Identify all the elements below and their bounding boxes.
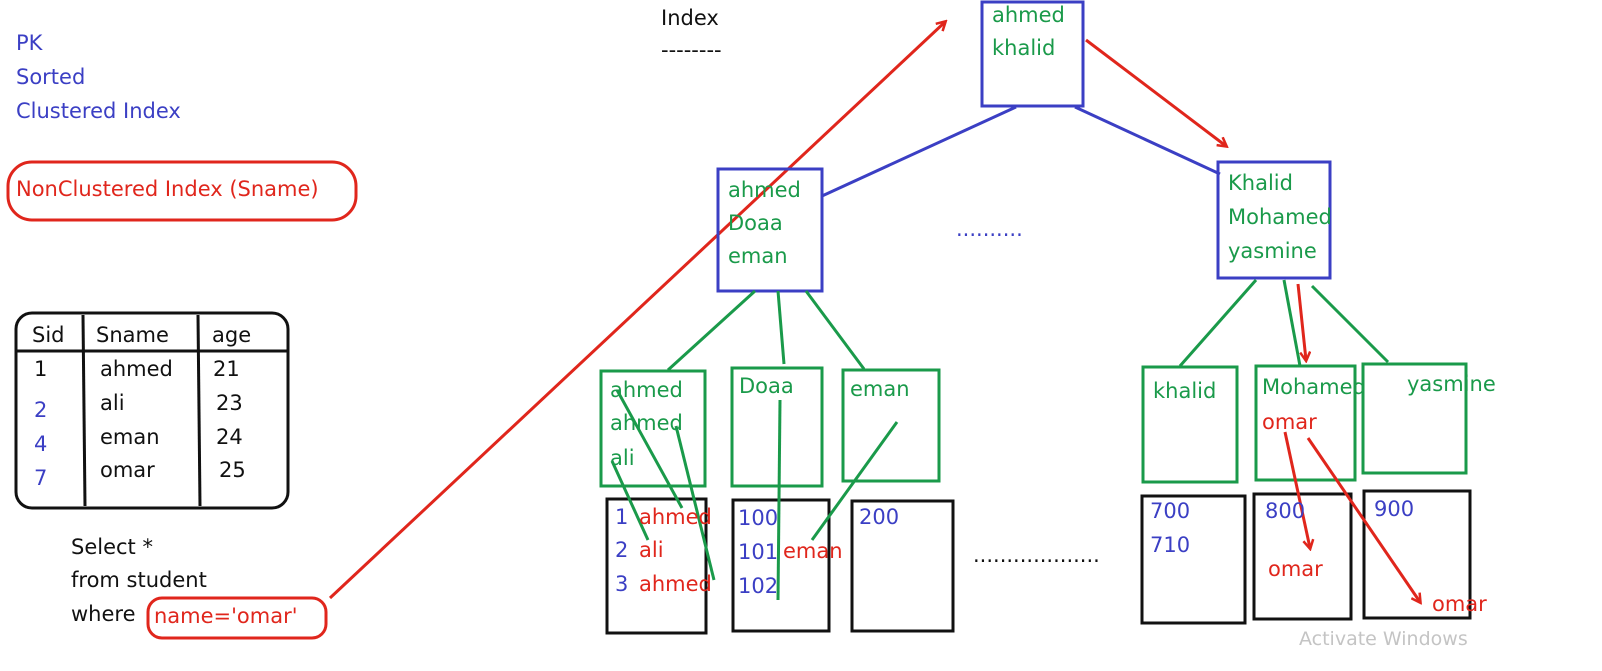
table-header-sid: Sid	[32, 323, 65, 347]
page-row-id: 1	[615, 505, 629, 529]
leaf-key: yasmine	[1407, 372, 1496, 396]
query-line-from: from student	[71, 568, 207, 592]
root-key: ahmed	[992, 3, 1065, 27]
query-line-where: where	[71, 602, 136, 626]
legend-pk: PK	[16, 31, 43, 55]
data-page-3	[850, 499, 955, 633]
leaf-box-2	[730, 366, 824, 488]
right-internal-key: Mohamed	[1228, 205, 1332, 229]
left-internal-key: eman	[728, 244, 788, 268]
root-key: khalid	[992, 36, 1056, 60]
leaf-box-4	[1141, 365, 1239, 484]
right-internal-key: yasmine	[1228, 239, 1317, 263]
page-row-id: 100	[738, 506, 779, 530]
bottom-ellipsis: ...................	[973, 543, 1100, 567]
leaf-box-6	[1361, 362, 1468, 475]
page-row-id: 102	[738, 574, 779, 598]
khalid-to-mohamed-arrow	[1296, 283, 1306, 360]
root-to-khalid-arrow	[1085, 38, 1226, 146]
table-cell-sname: eman	[100, 425, 160, 449]
page-row-name: omar	[1268, 557, 1323, 581]
nonclustered-highlight	[6, 160, 358, 222]
right-internal-node-box	[1216, 160, 1332, 280]
table-cell-sname: ahmed	[100, 357, 173, 381]
index-title: Index	[661, 6, 719, 30]
left-internal-key: Doaa	[728, 211, 783, 235]
page-row-name: ali	[639, 538, 664, 562]
leaf-key: ahmed	[610, 378, 683, 402]
table-cell-age: 24	[216, 425, 243, 449]
legend-clustered: Clustered Index	[16, 99, 181, 123]
table-cell-sname: omar	[100, 458, 155, 482]
leaf-box-1	[599, 369, 707, 488]
leaf-key: khalid	[1153, 379, 1217, 403]
table-cell-sid: 4	[34, 432, 48, 456]
page-row-id: 710	[1150, 533, 1191, 557]
query-line-select: Select *	[71, 535, 153, 559]
index-underline: --------	[661, 38, 722, 62]
table-cell-sid: 2	[34, 398, 48, 422]
table-cell-age: 25	[219, 458, 246, 482]
middle-ellipsis: ..........	[956, 217, 1023, 241]
page-row-id: 700	[1150, 499, 1191, 523]
leaf-box-3	[841, 368, 941, 483]
data-page-2	[731, 498, 831, 633]
leaf-box-5	[1254, 364, 1357, 482]
leaf-key-omar: omar	[1262, 410, 1317, 434]
legend-sorted: Sorted	[16, 65, 86, 89]
page-row-name: eman	[783, 539, 843, 563]
page-row-name: ahmed	[639, 505, 712, 529]
page-row-name: ahmed	[639, 572, 712, 596]
page-row-id: 800	[1265, 499, 1306, 523]
table-cell-age: 23	[216, 391, 243, 415]
student-table-frame	[14, 311, 290, 510]
edge-root-right	[1074, 105, 1221, 176]
table-cell-sname: ali	[100, 391, 125, 415]
table-header-age: age	[212, 323, 252, 347]
table-cell-sid: 1	[34, 357, 48, 381]
data-page-4	[1140, 494, 1247, 625]
table-header-sname: Sname	[96, 323, 169, 347]
page-row-id: 900	[1374, 497, 1415, 521]
table-cell-sid: 7	[34, 466, 48, 490]
data-page-1	[605, 497, 708, 635]
data-page-6	[1362, 489, 1472, 620]
legend-nonclustered: NonClustered Index (Sname)	[16, 177, 319, 201]
page-row-id: 2	[615, 538, 629, 562]
condition-highlight	[146, 596, 328, 640]
page-row-name: omar	[1432, 592, 1487, 616]
query-arrow	[328, 22, 945, 600]
omar-to-page6-arrow	[1306, 437, 1420, 602]
leaf-key: Mohamed	[1262, 375, 1366, 399]
activate-windows-watermark: Activate Windows	[1299, 628, 1468, 650]
leaf-key: Doaa	[739, 374, 794, 398]
leaf-key: ahmed	[610, 411, 683, 435]
page-row-id: 3	[615, 572, 629, 596]
leaf-key: ali	[610, 446, 635, 470]
page-row-id: 101	[738, 540, 779, 564]
page-row-id: 200	[859, 505, 900, 529]
left-internal-node-box	[716, 167, 824, 293]
root-node-box	[980, 0, 1085, 108]
omar-to-page5-arrow	[1283, 431, 1310, 548]
right-internal-key: Khalid	[1228, 171, 1293, 195]
edge-root-left	[821, 105, 1017, 198]
left-internal-key: ahmed	[728, 178, 801, 202]
leaf-key: eman	[850, 377, 910, 401]
query-condition: name='omar'	[154, 604, 298, 628]
data-page-5	[1252, 492, 1353, 621]
table-cell-age: 21	[213, 357, 240, 381]
